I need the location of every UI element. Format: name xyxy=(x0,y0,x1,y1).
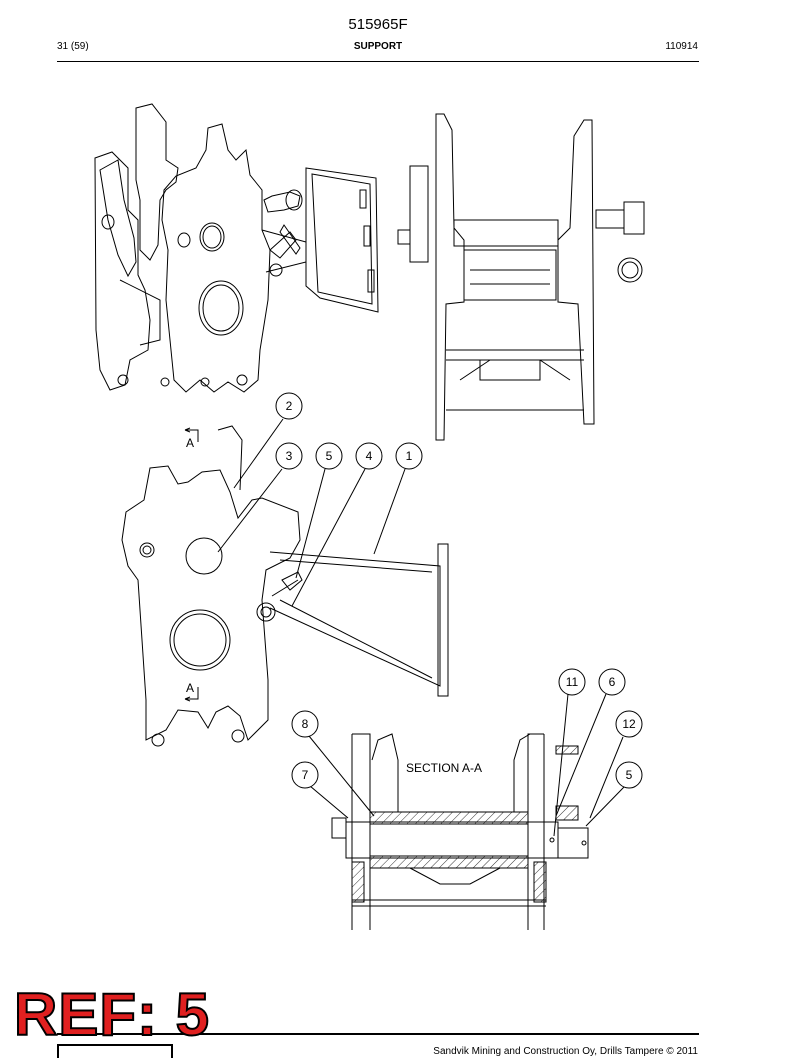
svg-text:5: 5 xyxy=(326,449,333,463)
callout-5: 5 xyxy=(315,442,343,470)
svg-text:3: 3 xyxy=(286,449,293,463)
callout-5-section: 5 xyxy=(615,761,643,789)
callout-2: 2 xyxy=(275,392,303,420)
footer-rule xyxy=(57,1033,699,1035)
callout-12: 12 xyxy=(615,710,643,738)
svg-text:12: 12 xyxy=(622,717,636,731)
callout-11: 11 xyxy=(558,668,586,696)
reference-stamp: REF: 5 xyxy=(13,981,211,1048)
callout-8: 8 xyxy=(291,710,319,738)
svg-text:7: 7 xyxy=(302,768,309,782)
svg-text:2: 2 xyxy=(286,399,293,413)
svg-text:5: 5 xyxy=(626,768,633,782)
front-view xyxy=(397,113,645,441)
svg-text:8: 8 xyxy=(302,717,309,731)
callout-1: 1 xyxy=(395,442,423,470)
document-number: 515965F xyxy=(348,16,408,33)
manufacturer-logo xyxy=(57,1044,173,1058)
side-view xyxy=(121,425,449,747)
section-title: SUPPORT xyxy=(353,41,403,52)
svg-text:6: 6 xyxy=(609,675,616,689)
callout-6: 6 xyxy=(598,668,626,696)
svg-text:4: 4 xyxy=(366,449,373,463)
section-marker-label-top: A xyxy=(186,436,194,450)
copyright-text: Sandvik Mining and Construction Oy, Dril… xyxy=(433,1046,698,1057)
section-a-a-view xyxy=(331,733,589,930)
callout-7: 7 xyxy=(291,761,319,789)
page-reference: 31 (59) xyxy=(57,41,89,52)
header-rule xyxy=(57,61,699,62)
svg-text:11: 11 xyxy=(566,675,579,689)
callout-4: 4 xyxy=(355,442,383,470)
section-marker-label-bottom: A xyxy=(186,681,194,695)
section-a-a-label: SECTION A-A xyxy=(406,761,482,775)
callout-leaders xyxy=(217,418,625,837)
callout-3: 3 xyxy=(275,442,303,470)
isometric-view xyxy=(94,103,379,393)
section-marker-bottom xyxy=(184,687,199,702)
revision-code: 110914 xyxy=(665,41,698,52)
section-marker-top xyxy=(184,427,199,442)
svg-text:1: 1 xyxy=(406,449,413,463)
